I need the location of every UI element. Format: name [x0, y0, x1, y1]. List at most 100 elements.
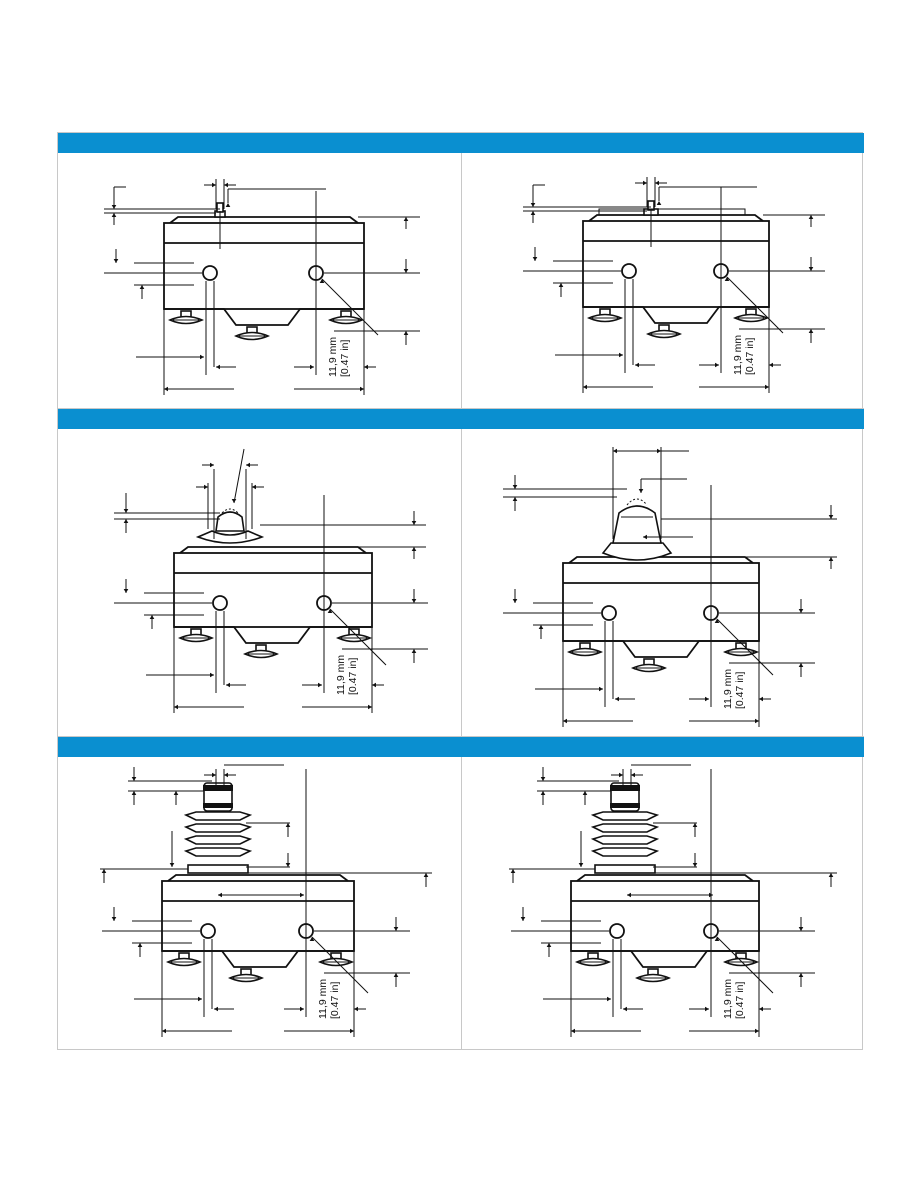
- dimension-arrow: [808, 215, 814, 219]
- switch-body: [582, 220, 770, 308]
- dimension-arrow: [759, 696, 763, 702]
- dimension-arrow: [123, 519, 129, 523]
- switch-cover-top: [167, 874, 349, 882]
- panel-plunger-band: [610, 803, 640, 808]
- dimension-arrow: [393, 927, 399, 931]
- row-divider: [461, 408, 864, 409]
- dimension-arrow: [808, 329, 814, 333]
- mounting-hole: [212, 595, 228, 611]
- column-divider: [461, 133, 462, 1049]
- dimension-arrow: [285, 823, 291, 827]
- panel-mount-nut: [590, 835, 660, 845]
- dimension-arrow: [619, 352, 623, 358]
- dimension-arrow: [631, 772, 635, 778]
- dimension-arrow: [137, 943, 143, 947]
- dimension-arrow: [558, 283, 564, 287]
- dimension-arrow: [327, 609, 333, 613]
- dimension-arrow: [411, 599, 417, 603]
- dimension-arrow: [111, 917, 117, 921]
- dimension-arrow: [714, 619, 720, 623]
- dimension-arrow: [828, 557, 834, 561]
- switch-cover-top: [576, 874, 754, 882]
- dimension-arrow: [643, 180, 647, 186]
- panel-header-bar: [461, 133, 864, 153]
- mount-dimension-label: 11,9 mm[0.47 in]: [722, 979, 746, 1019]
- switch-drawing: 11,9 mm[0.47 in]: [104, 179, 420, 395]
- panel-header-bar: [58, 409, 461, 429]
- dimension-arrow: [224, 772, 228, 778]
- switch-body: [570, 880, 760, 952]
- mount-dimension-label: 11,9 mm[0.47 in]: [317, 979, 341, 1019]
- dimension-arrow: [635, 362, 639, 368]
- drawing-sheet: 11,9 mm[0.47 in] 11,9 mm[0.47 in] 11,9 mm[…: [57, 132, 864, 1051]
- switch-body: [161, 880, 355, 952]
- switch-dimension-drawing: 11,9 mm[0.47 in]: [114, 448, 428, 713]
- dimension-arrow: [798, 927, 804, 931]
- switch-body: [562, 562, 760, 642]
- dimension-arrow: [510, 869, 516, 873]
- dimension-arrow: [411, 547, 417, 551]
- dimension-arrow: [828, 515, 834, 519]
- dimension-arrow: [225, 203, 231, 207]
- actuator-plate: [598, 208, 746, 216]
- panel-mount-nut: [183, 847, 253, 857]
- panel-mount-nut: [590, 823, 660, 833]
- dimension-arrow: [423, 873, 429, 877]
- dimension-arrow: [520, 917, 526, 921]
- dimension-arrow: [692, 823, 698, 827]
- dimension-arrow: [798, 663, 804, 667]
- dimension-arrow: [540, 791, 546, 795]
- panel-mount-nut: [183, 823, 253, 833]
- mount-dimension-label: 11,9 mm[0.47 in]: [732, 335, 756, 375]
- panel-mount-washer: [187, 864, 249, 874]
- dimension-arrow: [300, 1006, 304, 1012]
- dimension-arrow: [210, 462, 214, 468]
- dimension-arrow: [198, 996, 202, 1002]
- switch-dimension-drawing: 11,9 mm[0.47 in]: [104, 179, 420, 395]
- dimension-panel-6: 11,9 mm[0.47 in]: [461, 736, 864, 1051]
- dimension-arrow: [692, 863, 698, 867]
- dimension-arrow: [798, 609, 804, 613]
- switch-drawing: 11,9 mm[0.47 in]: [523, 177, 825, 393]
- dimension-arrow: [212, 772, 216, 778]
- dimension-arrow: [372, 682, 376, 688]
- dimension-arrow: [613, 448, 617, 454]
- plunger-travel-outline: [221, 508, 239, 514]
- switch-cover-top: [568, 556, 754, 564]
- dimension-arrow: [656, 201, 662, 205]
- dimension-arrow: [411, 521, 417, 525]
- dimension-arrow: [123, 509, 129, 513]
- dimension-arrow: [530, 211, 536, 215]
- mount-dimension-mm: 11,9 mm: [722, 669, 734, 709]
- dimension-arrow: [627, 892, 631, 898]
- dimension-arrow: [310, 364, 314, 370]
- mounting-hole: [621, 263, 637, 279]
- mount-dimension-mm: 11,9 mm: [317, 979, 329, 1019]
- dimension-arrow: [350, 1028, 354, 1034]
- dimension-arrow: [169, 863, 175, 867]
- dimension-arrow: [571, 1028, 575, 1034]
- dimension-arrow: [532, 257, 538, 261]
- row-divider: [461, 736, 864, 737]
- dimension-arrow: [619, 772, 623, 778]
- switch-drawing: 11,9 mm[0.47 in]: [503, 447, 837, 727]
- dimension-arrow: [403, 269, 409, 273]
- dimension-arrow: [113, 259, 119, 263]
- dimension-line: [716, 618, 774, 676]
- dimension-arrow: [319, 279, 325, 283]
- plunger-dome: [215, 511, 245, 532]
- dimension-arrow: [623, 1006, 627, 1012]
- dimension-arrow: [828, 873, 834, 877]
- overtravel-plunger: [612, 505, 662, 544]
- mount-dimension-mm: 11,9 mm: [335, 655, 347, 695]
- dimension-arrow: [123, 589, 129, 593]
- dimension-arrow: [599, 686, 603, 692]
- mount-dimension-mm: 11,9 mm: [722, 979, 734, 1019]
- panel-mount-nut: [590, 847, 660, 857]
- dimension-arrow: [149, 615, 155, 619]
- dimension-arrow: [808, 267, 814, 271]
- mounting-hole: [202, 265, 218, 281]
- dimension-panel-5: 11,9 mm[0.47 in]: [58, 736, 461, 1051]
- panel-header-bar: [461, 737, 864, 757]
- panel-header-bar: [58, 133, 461, 153]
